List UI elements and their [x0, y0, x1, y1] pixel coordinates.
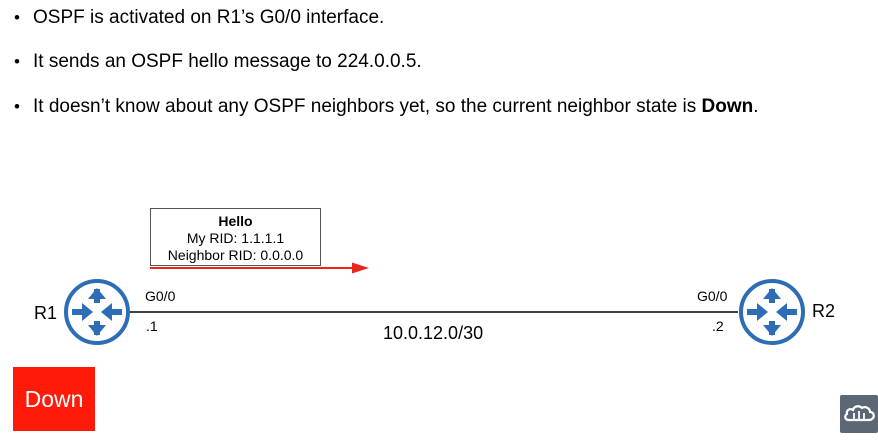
router-icon	[64, 279, 130, 345]
bullet-marker: •	[14, 8, 20, 27]
bullet-text: It doesn’t know about any OSPF neighbors…	[33, 96, 759, 118]
router-icon	[739, 279, 805, 345]
hello-arrow-icon	[150, 262, 369, 274]
bullet-text-before: It doesn’t know about any OSPF neighbors…	[33, 96, 702, 117]
bullet-text: It sends an OSPF hello message to 224.0.…	[33, 51, 422, 72]
bullet-text: OSPF is activated on R1’s G0/0 interface…	[33, 7, 385, 28]
r2-interface-label: G0/0	[697, 288, 728, 304]
cloud-logo-icon	[840, 395, 878, 433]
link-subnet-label: 10.0.12.0/30	[383, 323, 484, 343]
hello-message-neighbor-rid: Neighbor RID: 0.0.0.0	[167, 247, 304, 263]
r1-interface-label: G0/0	[145, 288, 176, 304]
bullet-marker: •	[14, 97, 20, 116]
bullet-text-after: .	[753, 96, 759, 117]
r1-address-label: .1	[146, 318, 158, 334]
hello-message-my-rid: My RID: 1.1.1.1	[186, 230, 285, 246]
bullet-text-bold-state: Down	[701, 96, 754, 117]
r2-address-label: .2	[712, 318, 724, 334]
neighbor-state-badge: Down	[13, 367, 95, 431]
router-name-r2: R2	[812, 301, 836, 321]
hello-message-title: Hello	[218, 213, 253, 229]
hello-message-box: Hello My RID: 1.1.1.1 Neighbor RID: 0.0.…	[150, 208, 321, 266]
router-name-r1: R1	[34, 303, 58, 323]
bullet-marker: •	[14, 52, 20, 71]
